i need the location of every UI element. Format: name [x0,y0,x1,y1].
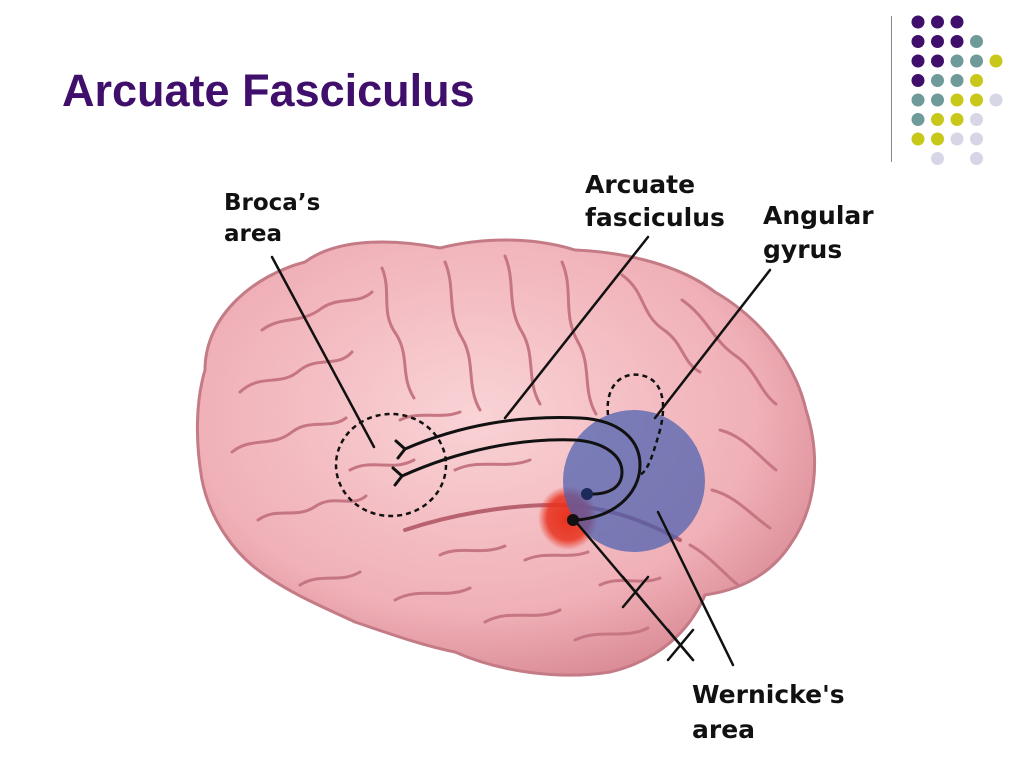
title-divider [891,16,892,162]
leader-lines [270,235,772,667]
wernicke-area-label: Wernicke's area [692,680,845,744]
brain-illustration [195,238,817,677]
angular-leader-line [653,268,772,420]
broca-leader-line [270,255,376,449]
disconnect-mark [621,575,650,609]
arcuate-fasciculus-pathway [391,416,642,522]
broca-area-label: Broca’s area [224,190,321,247]
disconnect-mark [666,628,695,662]
broca-area-outline [334,412,448,518]
angular-gyrus-label: Angular gyrus [763,201,874,264]
slide-title: Arcuate Fasciculus [62,65,475,116]
brain-folds [230,254,778,642]
arcuate-endpoint [581,488,593,500]
angular-gyrus-outline [606,373,665,477]
wernicke-leader-line [656,510,735,667]
arcuate-leader-line [503,235,650,420]
arcuate-fasciculus-label: Arcuate fasciculus [585,170,725,232]
